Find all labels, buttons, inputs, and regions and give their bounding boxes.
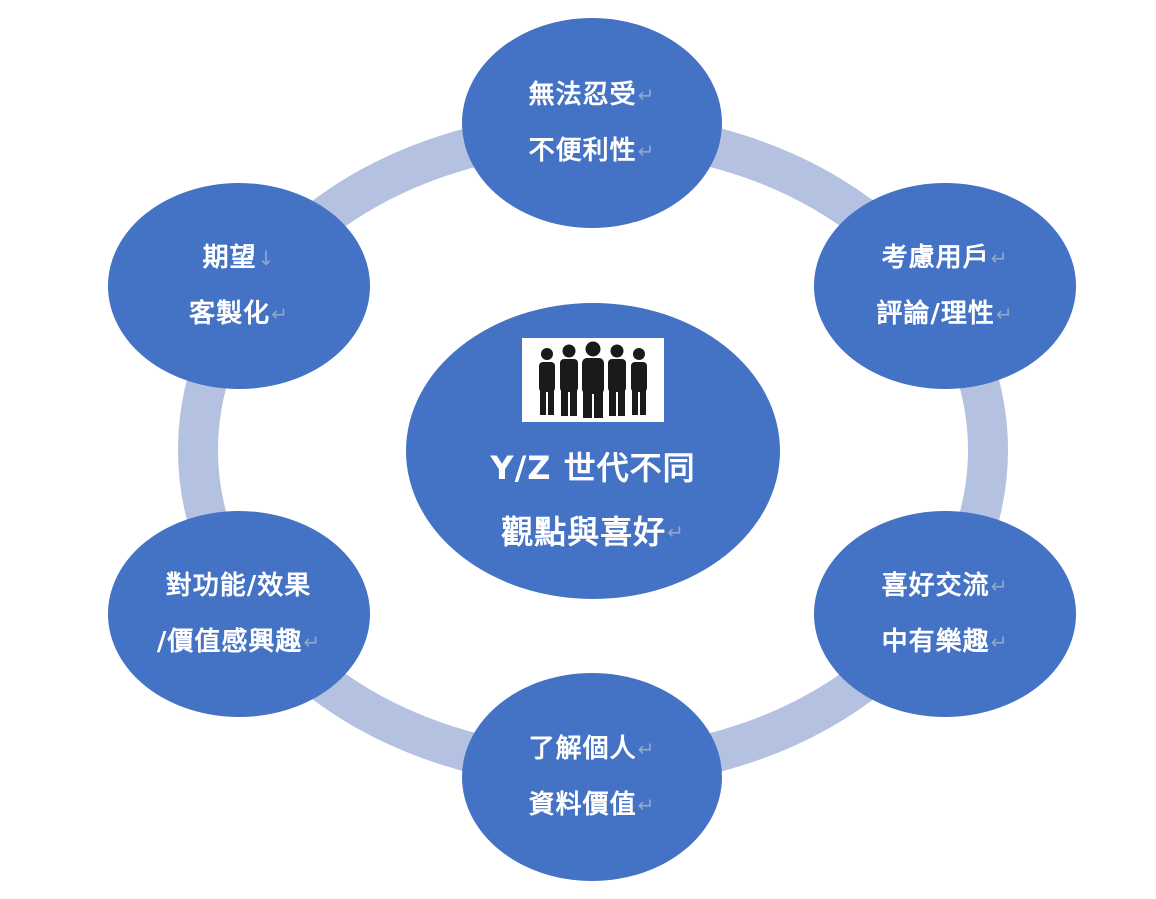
- node-lower-right: 喜好交流↵ 中有樂趣↵: [814, 511, 1076, 717]
- node-lower-left: 對功能/效果 /價值感興趣↵: [108, 511, 370, 717]
- node-lower-left-line2: /價值感興趣: [156, 627, 303, 657]
- node-bottom-line1: 了解個人: [528, 734, 637, 764]
- return-mark: ↵: [667, 520, 685, 544]
- node-upper-right: 考慮用戶↵ 評論/理性↵: [814, 183, 1076, 389]
- node-lower-left-line1: 對功能/效果: [165, 571, 312, 601]
- return-mark: ↵: [637, 737, 656, 761]
- return-mark: ↓: [257, 246, 276, 270]
- node-upper-left-line2: 客製化: [189, 299, 271, 329]
- node-upper-left-line1: 期望: [202, 243, 257, 273]
- group-of-people-icon: [539, 341, 647, 418]
- return-mark: ↵: [637, 793, 656, 817]
- node-upper-right-line2: 評論/理性: [876, 299, 995, 329]
- icon-frame: [522, 338, 664, 422]
- return-mark: ↵: [637, 83, 656, 107]
- node-upper-right-line1: 考慮用戶: [881, 243, 990, 273]
- node-bottom: 了解個人↵ 資料價值↵: [462, 673, 722, 881]
- node-lower-right-line1: 喜好交流: [881, 571, 990, 601]
- node-top-line2: 不便利性: [528, 136, 637, 166]
- center-title-line2: 觀點與喜好: [501, 513, 667, 551]
- center-node: Y/Z 世代不同 觀點與喜好↵: [406, 303, 780, 599]
- node-upper-left: 期望↓ 客製化↵: [108, 183, 370, 389]
- node-top-line1: 無法忍受: [528, 80, 637, 110]
- return-mark: ↵: [637, 139, 656, 163]
- return-mark: ↵: [990, 630, 1009, 654]
- return-mark: ↵: [990, 246, 1009, 270]
- node-bottom-line2: 資料價值: [528, 790, 637, 820]
- node-lower-right-line2: 中有樂趣: [881, 627, 990, 657]
- node-top: 無法忍受↵ 不便利性↵: [462, 18, 722, 228]
- return-mark: ↵: [303, 630, 322, 654]
- return-mark: ↵: [271, 302, 289, 326]
- return-mark: ↵: [990, 574, 1009, 598]
- return-mark: ↵: [995, 302, 1014, 326]
- center-title-line1: Y/Z 世代不同: [490, 449, 696, 487]
